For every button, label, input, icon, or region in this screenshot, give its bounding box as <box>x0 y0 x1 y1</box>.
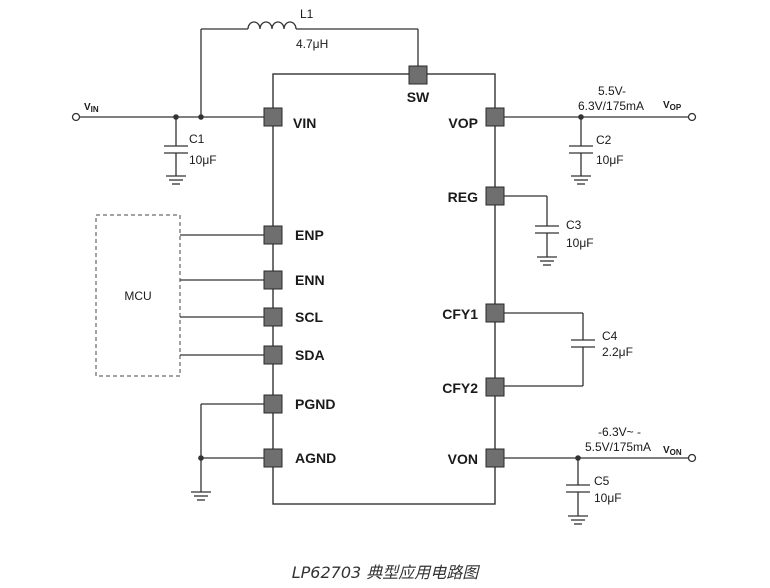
l1-name: L1 <box>300 7 314 21</box>
pin-pad-enn <box>263 270 283 290</box>
pin-label-reg: REG <box>448 189 478 205</box>
c1-value: 10μF <box>189 153 217 167</box>
pin-pad-vin <box>263 107 283 127</box>
pin-pad-sda <box>263 345 283 365</box>
vin-label: VIN <box>84 102 99 114</box>
von-label: VON <box>663 445 682 457</box>
von-range-line2: 5.5V/175mA <box>585 440 651 454</box>
pin-label-enn: ENN <box>295 272 325 288</box>
vop-range-line2: 6.3V/175mA <box>578 99 644 113</box>
pin-pad-enp <box>263 225 283 245</box>
c4-name: C4 <box>602 329 618 343</box>
pin-label-pgnd: PGND <box>295 396 335 412</box>
junction-dot <box>198 455 204 461</box>
pin-label-cfy1: CFY1 <box>442 306 478 322</box>
pin-pad-vop <box>485 107 505 127</box>
inductor-l1 <box>247 21 297 30</box>
pin-label-vop: VOP <box>448 115 478 131</box>
l1-value: 4.7μH <box>296 37 328 51</box>
pin-pad-cfy2 <box>485 377 505 397</box>
pin-pad-cfy1 <box>485 303 505 323</box>
pin-label-enp: ENP <box>295 227 324 243</box>
pin-label-von: VON <box>448 451 478 467</box>
vop-range-line1: 5.5V- <box>598 84 626 98</box>
c4-value: 2.2μF <box>602 345 633 359</box>
c1-name: C1 <box>189 132 205 146</box>
ic-body <box>272 73 496 505</box>
von-range-line1: -6.3V~ - <box>598 425 641 439</box>
ground-symbol <box>166 175 186 185</box>
c2-name: C2 <box>596 133 612 147</box>
pin-pad-pgnd <box>263 394 283 414</box>
figure-caption: LP62703 典型应用电路图 <box>292 563 481 582</box>
pin-pad-sw <box>408 65 428 85</box>
pin-pad-agnd <box>263 448 283 468</box>
pin-label-vin: VIN <box>293 115 316 131</box>
c5-value: 10μF <box>594 491 622 505</box>
pin-label-sw: SW <box>407 89 430 105</box>
mcu-label: MCU <box>124 289 151 303</box>
c2-value: 10μF <box>596 153 624 167</box>
pin-pad-scl <box>263 307 283 327</box>
ground-symbol <box>191 491 211 501</box>
vop-terminal <box>687 112 697 122</box>
pin-label-cfy2: CFY2 <box>442 380 478 396</box>
vop-label: VOP <box>663 100 682 112</box>
ground-symbol <box>568 515 588 525</box>
pin-pad-reg <box>485 186 505 206</box>
c5-name: C5 <box>594 474 610 488</box>
von-terminal <box>687 453 697 463</box>
c3-value: 10μF <box>566 236 594 250</box>
vin-terminal <box>71 112 81 122</box>
ground-symbol <box>571 175 591 185</box>
pin-label-agnd: AGND <box>295 450 336 466</box>
pin-label-scl: SCL <box>295 309 323 325</box>
mcu-box <box>95 214 181 377</box>
pin-label-sda: SDA <box>295 347 325 363</box>
c3-name: C3 <box>566 218 582 232</box>
pin-pad-von <box>485 448 505 468</box>
ground-symbol <box>537 256 557 266</box>
